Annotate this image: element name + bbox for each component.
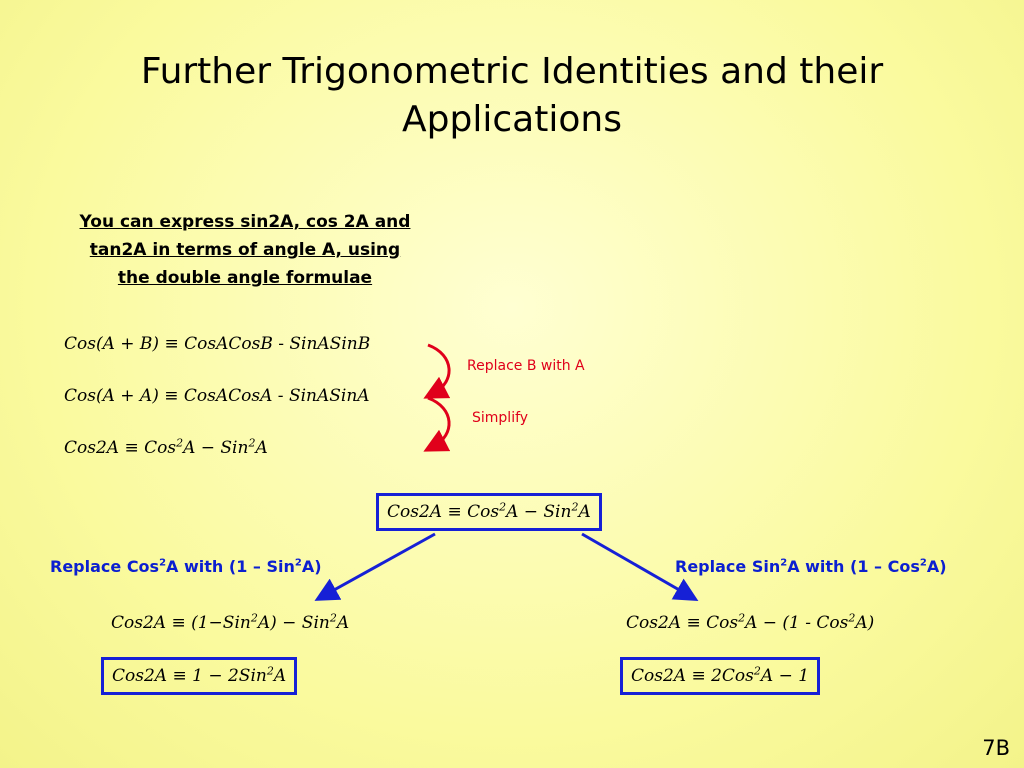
right-branch-equation: Cos2A ≡ Cos2A − (1 - Cos2A) [626, 611, 875, 633]
slide-title-line-2: Applications [402, 99, 622, 140]
intro-line-1: You can express sin2A, cos 2A and [79, 212, 411, 232]
left-branch-equation: Cos2A ≡ (1−Sin2A) − Sin2A [111, 611, 350, 633]
left-branch-label: Replace Cos2A with (1 – Sin2A) [50, 557, 322, 576]
intro-line-2: tan2A in terms of angle A, using [89, 240, 401, 260]
slide-title: Further Trigonometric Identities and the… [60, 48, 964, 144]
blue-arrow-left [314, 532, 436, 601]
blue-arrow-right [581, 532, 699, 601]
red-curved-arrow-1 [423, 343, 451, 399]
formula-compound-angle: Cos(A + B) ≡ CosACosB - SinASinB [64, 334, 371, 354]
intro-text: You can express sin2A, cos 2A and tan2A … [40, 208, 450, 292]
red-curved-arrow-2 [423, 396, 451, 452]
formula-substituted: Cos(A + A) ≡ CosACosA - SinASinA [64, 386, 370, 406]
slide-number: 7B [982, 736, 1010, 760]
right-branch-label: Replace Sin2A with (1 – Cos2A) [675, 557, 947, 576]
note-simplify: Simplify [472, 410, 529, 426]
right-result-box: Cos2A ≡ 2Cos2A − 1 [620, 657, 821, 695]
slide-title-line-1: Further Trigonometric Identities and the… [140, 51, 884, 92]
formula-simplified: Cos2A ≡ Cos2A − Sin2A [64, 436, 268, 458]
central-formula-box: Cos2A ≡ Cos2A − Sin2A [376, 493, 602, 531]
left-result-box: Cos2A ≡ 1 − 2Sin2A [101, 657, 298, 695]
note-replace-b: Replace B with A [467, 358, 585, 374]
intro-line-3: the double angle formulae [117, 268, 373, 288]
